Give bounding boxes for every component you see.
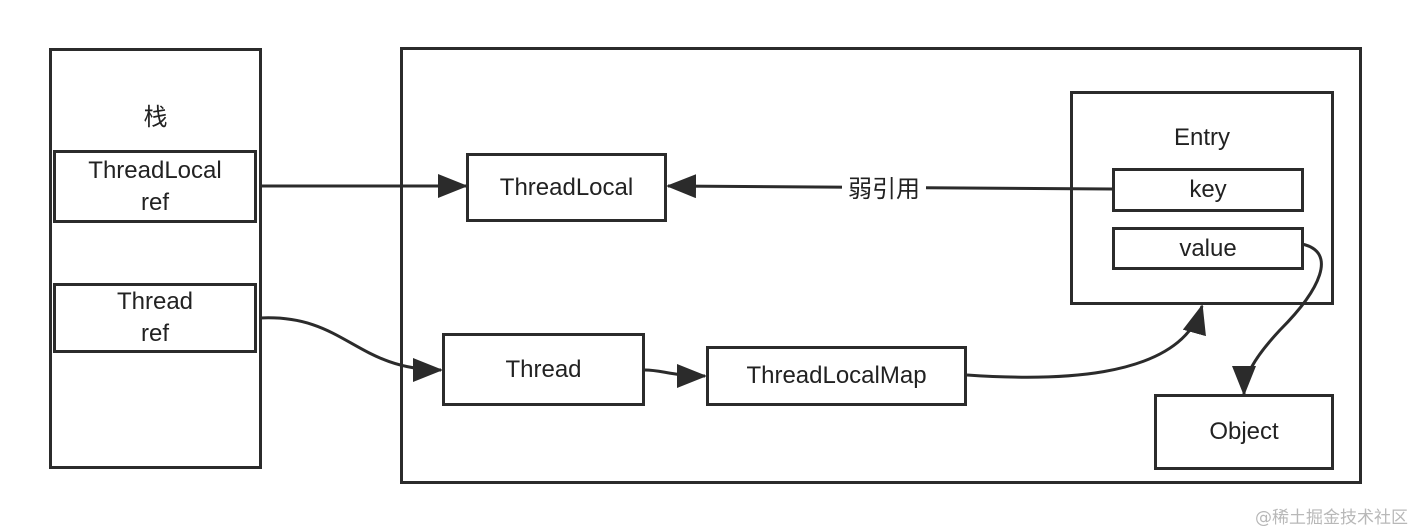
stack-title: 栈 bbox=[143, 103, 168, 131]
heap-container bbox=[400, 47, 1362, 484]
stack-container bbox=[49, 48, 262, 469]
entry-key-box: key bbox=[1112, 168, 1304, 212]
thread-ref-box: Thread ref bbox=[53, 283, 257, 353]
watermark: @稀土掘金技术社区 bbox=[1255, 508, 1408, 528]
object-box: Object bbox=[1154, 394, 1334, 470]
weak-reference-label: 弱引用 bbox=[842, 174, 926, 204]
entry-value-box: value bbox=[1112, 227, 1304, 270]
thread-box: Thread bbox=[442, 333, 645, 406]
entry-container bbox=[1070, 91, 1334, 305]
entry-title: Entry bbox=[1173, 124, 1230, 151]
threadlocal-box: ThreadLocal bbox=[466, 153, 667, 222]
threadlocal-ref-box: ThreadLocal ref bbox=[53, 150, 257, 223]
threadlocalmap-box: ThreadLocalMap bbox=[706, 346, 967, 406]
